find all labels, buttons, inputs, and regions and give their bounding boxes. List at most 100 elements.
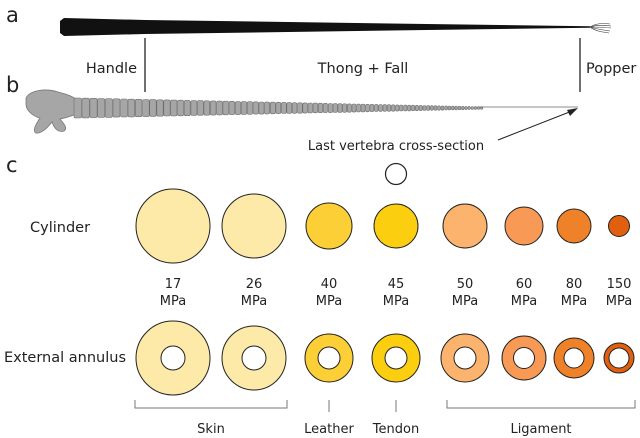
vertebra	[422, 105, 427, 111]
whip-drawing	[60, 18, 612, 36]
modulus-unit: MPa	[316, 294, 342, 309]
vertebra	[403, 104, 408, 112]
vertebra	[342, 103, 348, 113]
thong-fall-label: Thong + Fall	[317, 61, 409, 77]
vertebra	[351, 103, 357, 113]
annulus-hole-17-mpa	[160, 345, 186, 371]
vertebra	[418, 105, 423, 111]
vertebra	[234, 101, 241, 115]
cylinder-row	[135, 188, 630, 264]
vertebra	[269, 101, 276, 115]
vertebra	[156, 99, 164, 117]
vertebra	[142, 99, 150, 117]
modulus-unit: MPa	[511, 294, 537, 309]
vertebra	[112, 98, 121, 118]
modulus-value: 40	[321, 277, 338, 292]
vertebra	[89, 98, 98, 118]
vertebra	[395, 104, 400, 112]
vertebra	[120, 98, 128, 118]
vertebra	[246, 101, 253, 115]
vertebra	[81, 97, 90, 119]
cylinder-80-mpa	[556, 208, 592, 244]
vertebra	[135, 99, 143, 118]
handle-label: Handle	[86, 61, 137, 77]
cylinder-150-mpa	[608, 215, 630, 237]
cylinder-row-label: Cylinder	[30, 220, 90, 236]
annulus-row-label: External annulus	[4, 350, 126, 366]
vertebra	[327, 103, 333, 113]
vertebra	[337, 103, 343, 113]
cylinder-45-mpa	[373, 203, 419, 249]
annulus-hole-80-mpa	[563, 347, 585, 369]
whip-thong	[145, 20, 590, 34]
modulus-value: 17	[165, 277, 182, 292]
whip-popper	[589, 23, 612, 34]
vertebra	[252, 101, 259, 115]
vertebra	[286, 102, 292, 114]
last-vertebra-arrowhead	[567, 108, 578, 116]
vertebra	[356, 103, 361, 113]
last-vertebra-arrow	[497, 110, 573, 141]
vertebrae-chain	[73, 97, 484, 119]
vertebra	[411, 104, 415, 111]
popper-label: Popper	[586, 61, 636, 77]
vertebra	[437, 105, 441, 111]
vertebra	[440, 105, 445, 111]
vertebra	[97, 98, 106, 118]
modulus-value: 60	[516, 277, 533, 292]
vertebra	[476, 106, 481, 110]
modulus-unit: MPa	[561, 294, 587, 309]
modulus-unit: MPa	[241, 294, 267, 309]
group-label-skin: Skin	[197, 422, 225, 437]
vertebra	[391, 104, 396, 112]
vertebra	[170, 99, 178, 117]
vertebra	[105, 98, 113, 118]
vertebra	[210, 100, 217, 116]
vertebra	[312, 102, 318, 114]
vertebra	[386, 104, 392, 112]
annulus-hole-50-mpa	[453, 346, 477, 370]
bracket-skin	[134, 400, 288, 409]
vertebra	[365, 104, 370, 113]
annulus-hole-26-mpa	[241, 345, 267, 371]
annulus-hole-45-mpa	[384, 346, 408, 370]
modulus-value: 150	[607, 277, 632, 292]
vertebra	[369, 104, 375, 112]
vertebra	[332, 103, 338, 113]
pelvis	[25, 89, 77, 134]
cylinder-50-mpa	[442, 203, 488, 249]
vertebra	[216, 100, 223, 116]
panel-letter-c: c	[6, 153, 18, 177]
cylinder-17-mpa	[135, 188, 211, 264]
vertebra	[461, 106, 465, 111]
vertebra	[378, 104, 383, 112]
vertebra	[275, 102, 282, 114]
vertebra	[297, 102, 303, 114]
vertebra	[197, 100, 204, 116]
vertebra	[433, 105, 438, 111]
annulus-hole-60-mpa	[513, 347, 535, 369]
modulus-value: 26	[246, 277, 263, 292]
vertebra	[470, 106, 474, 110]
vertebra	[467, 106, 471, 110]
whip-handle	[60, 18, 145, 36]
annulus-row	[135, 320, 635, 396]
vertebra	[307, 102, 313, 114]
vertebra	[228, 101, 235, 115]
annulus-hole-40-mpa	[317, 346, 341, 370]
vertebra	[258, 101, 265, 115]
cylinder-60-mpa	[504, 206, 544, 246]
vertebra	[473, 106, 478, 110]
last-vertebra-label: Last vertebra cross-section	[308, 139, 484, 154]
vertebra	[382, 104, 387, 112]
vertebra	[457, 105, 462, 110]
vertebra	[346, 103, 352, 113]
vertebra	[360, 103, 366, 113]
vertebra	[127, 98, 135, 118]
vertebra	[163, 99, 171, 117]
vertebra	[399, 104, 404, 112]
vertebra	[203, 100, 210, 116]
vertebra	[374, 104, 379, 112]
vertebra	[429, 105, 434, 111]
